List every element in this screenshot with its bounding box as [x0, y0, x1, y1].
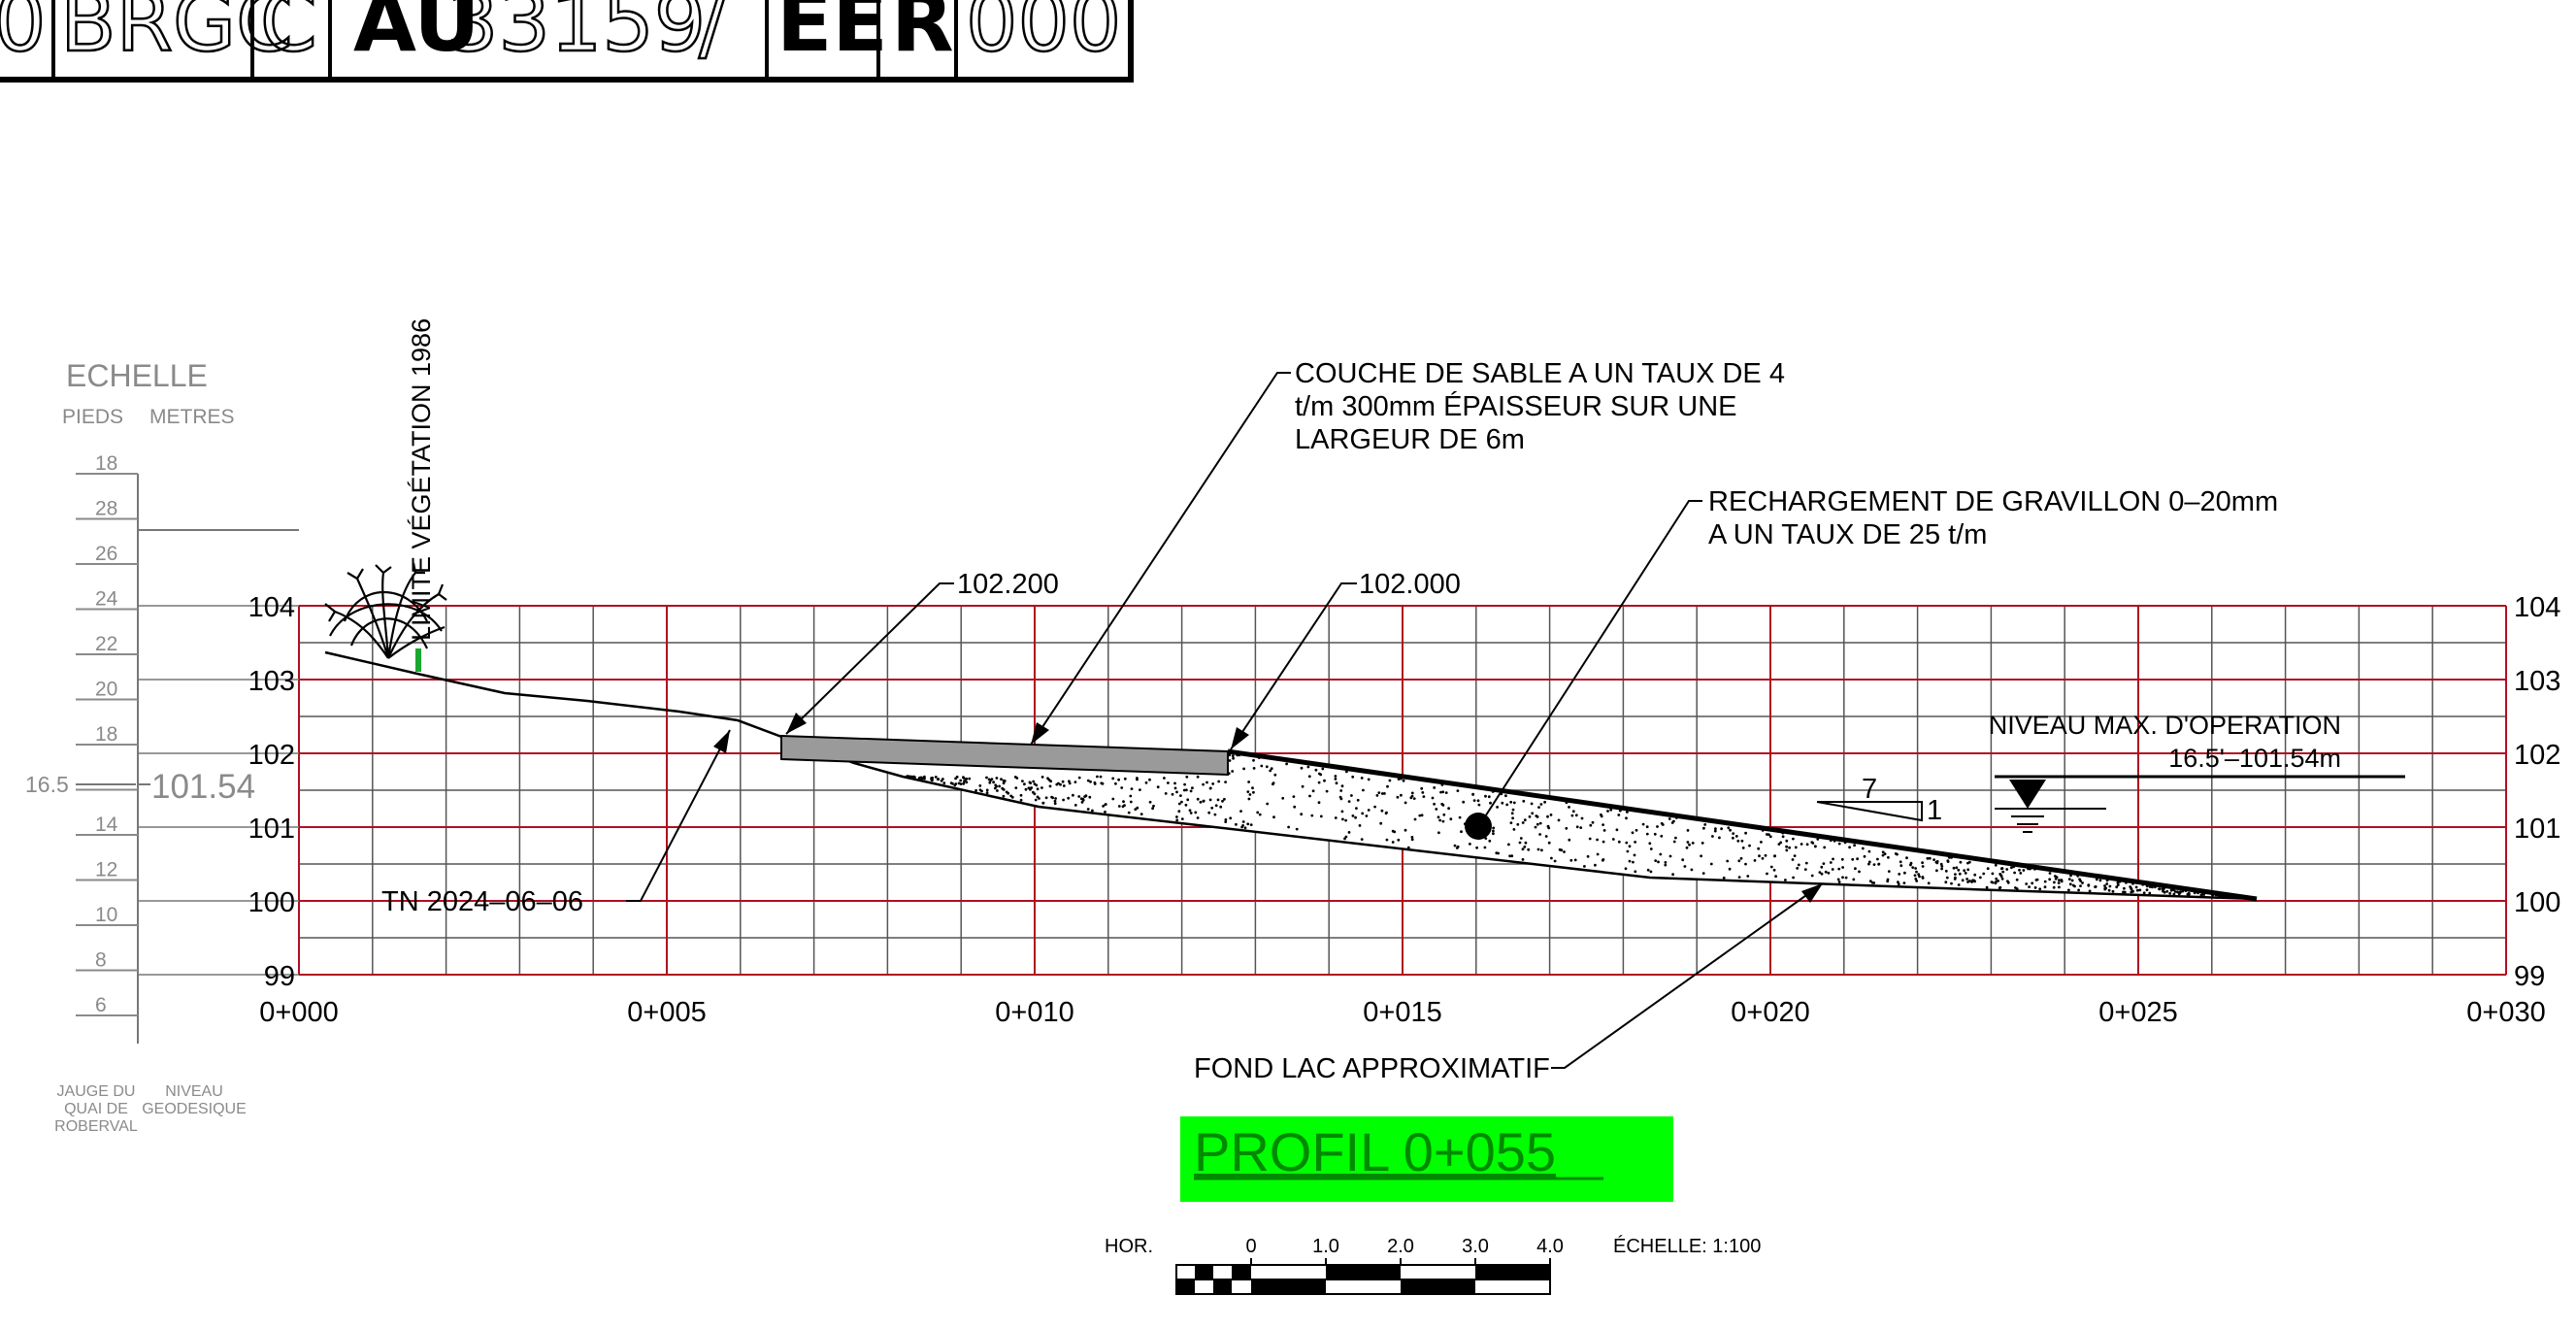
sand-note-line-2: t/m 300mm ÉPAISSEUR SUR UNE [1295, 390, 1737, 422]
legend-col-feet: PIEDS [62, 406, 123, 428]
bar-scale-tick-0: 0 [1245, 1236, 1256, 1257]
x-label-0030: 0+030 [2466, 997, 2545, 1028]
y-label-102-right: 102 [2514, 740, 2560, 771]
title-cell-rgc-c: C [260, 0, 317, 70]
bar-scale-ratio: ÉCHELLE: 1:100 [1613, 1235, 1761, 1257]
sand-note: COUCHE DE SABLE A UN TAUX DE 4 t/m 300mm… [1030, 358, 1785, 746]
x-label-0000: 0+000 [259, 997, 338, 1028]
legend-tick-label: 28 [95, 498, 117, 520]
sand-note-line-3: LARGEUR DE 6m [1295, 424, 1525, 455]
gravel-top-line [1227, 748, 2258, 902]
legend-level-metres: 101.54 [151, 768, 255, 806]
slope-run: 7 [1862, 774, 1877, 805]
bar-scale-tick-1: 1.0 [1312, 1236, 1339, 1257]
title-cell-r: R [891, 0, 954, 70]
gravel-note-line-2: A UN TAUX DE 25 t/m [1708, 519, 1987, 550]
y-label-100-right: 100 [2514, 887, 2560, 918]
profile-title: PROFIL 0+055 [1194, 1121, 1556, 1182]
water-level-title: NIVEAU MAX. D'OPERATION [1989, 711, 2341, 740]
legend-feet-ticks: 18 28 26 24 22 20 18 14 12 10 8 6 [76, 452, 138, 1016]
scale-legend: ECHELLE PIEDS METRES 1828262422201814121… [25, 358, 299, 1135]
callout-102200: 102.200 [785, 569, 1059, 735]
legend-tick-label: 26 [95, 543, 117, 565]
sand-note-line-1: COUCHE DE SABLE A UN TAUX DE 4 [1295, 358, 1785, 389]
bar-scale-tick-4: 4.0 [1536, 1236, 1564, 1257]
legend-col-metres: METRES [149, 406, 235, 428]
legend-tick-label: 14 [95, 814, 118, 836]
tn-label: TN 2024–06–06 [381, 886, 583, 917]
vegetation-symbol [324, 562, 447, 659]
gravel-note-line-1: RECHARGEMENT DE GRAVILLON 0–20mm [1708, 486, 2278, 517]
title-block: 0 BRGC C AU 33159 / EE R 000 [0, 0, 1134, 83]
x-label-0020: 0+020 [1731, 997, 1809, 1028]
title-cell-au: AU [353, 0, 480, 70]
title-cell-number: 33159 [446, 0, 706, 70]
x-label-0015: 0+015 [1363, 997, 1441, 1028]
lake-bottom-callout: FOND LAC APPROXIMATIF [1194, 882, 1824, 1084]
legend-tick-label: 10 [95, 904, 117, 926]
title-cell-ee: EE [776, 0, 888, 70]
x-label-0005: 0+005 [627, 997, 706, 1028]
profile-title-block: PROFIL 0+055 [1180, 1116, 1673, 1202]
callout-102200-text: 102.200 [957, 569, 1059, 600]
callout-102000: 102.000 [1230, 569, 1461, 750]
water-level-indicator: NIVEAU MAX. D'OPERATION 16.5'–101.54m [1989, 711, 2405, 833]
vegetation-limit-label: LIMITE VÉGÉTATION 1986 [407, 318, 436, 641]
bar-scale-tick-2: 2.0 [1387, 1236, 1414, 1257]
title-cell-0: 0 [0, 0, 46, 70]
profile-grid [138, 605, 2507, 976]
gravel-recharge-area [854, 751, 2257, 899]
legend-tick-label: 6 [95, 994, 107, 1016]
legend-footer-left-1: JAUGE DU [57, 1083, 136, 1100]
y-label-103-left: 103 [248, 666, 295, 697]
lake-bottom-label: FOND LAC APPROXIMATIF [1194, 1053, 1550, 1084]
callout-102000-text: 102.000 [1359, 569, 1461, 600]
y-label-101-right: 101 [2514, 814, 2560, 845]
x-label-0010: 0+010 [995, 997, 1073, 1028]
y-label-102-left: 102 [248, 740, 295, 771]
legend-footer-right-2: GEODESIQUE [142, 1101, 247, 1117]
y-label-104-right: 104 [2514, 592, 2560, 623]
legend-footer-left-3: ROBERVAL [54, 1118, 138, 1135]
title-cell-slash: / [699, 0, 727, 70]
slope-indicator: 7 1 [1816, 774, 1942, 826]
tn-callout: TN 2024–06–06 [381, 729, 731, 917]
legend-tick-label: 12 [95, 859, 117, 881]
legend-footer-left-2: QUAI DE [64, 1101, 128, 1117]
legend-tick-label: 8 [95, 949, 107, 972]
slope-rise: 1 [1927, 795, 1942, 826]
title-cell-revision: 000 [966, 0, 1121, 70]
legend-tick-label: 20 [95, 679, 117, 701]
y-label-101-left: 101 [248, 814, 295, 845]
y-label-104-left: 104 [248, 592, 295, 623]
y-label-100-left: 100 [248, 887, 295, 918]
bar-scale: HOR. 0 1.0 2.0 3.0 4.0 ÉCHELLE: 1:100 [1105, 1235, 1761, 1295]
y-label-103-right: 103 [2514, 666, 2560, 697]
title-cell-brgc: BRGC [60, 0, 293, 70]
water-level-value: 16.5'–101.54m [2168, 744, 2341, 773]
bar-scale-hor: HOR. [1105, 1236, 1153, 1257]
gravel-note: RECHARGEMENT DE GRAVILLON 0–20mm A UN TA… [1465, 486, 2278, 840]
x-label-0025: 0+025 [2098, 997, 2177, 1028]
legend-tick-label: 24 [95, 588, 118, 611]
legend-tick-label: 18 [95, 723, 117, 746]
y-label-99-right: 99 [2514, 961, 2545, 992]
legend-tick-label: 22 [95, 633, 117, 655]
y-label-99-left: 99 [264, 961, 295, 992]
sand-layer [780, 734, 1229, 777]
vegetation-limit-marker [415, 648, 421, 672]
legend-level-feet: 16.5 [25, 772, 69, 797]
bar-scale-tick-3: 3.0 [1462, 1236, 1489, 1257]
legend-tick-label: 18 [95, 452, 117, 475]
legend-title: ECHELLE [66, 358, 208, 393]
legend-footer-right-1: NIVEAU [165, 1083, 223, 1100]
